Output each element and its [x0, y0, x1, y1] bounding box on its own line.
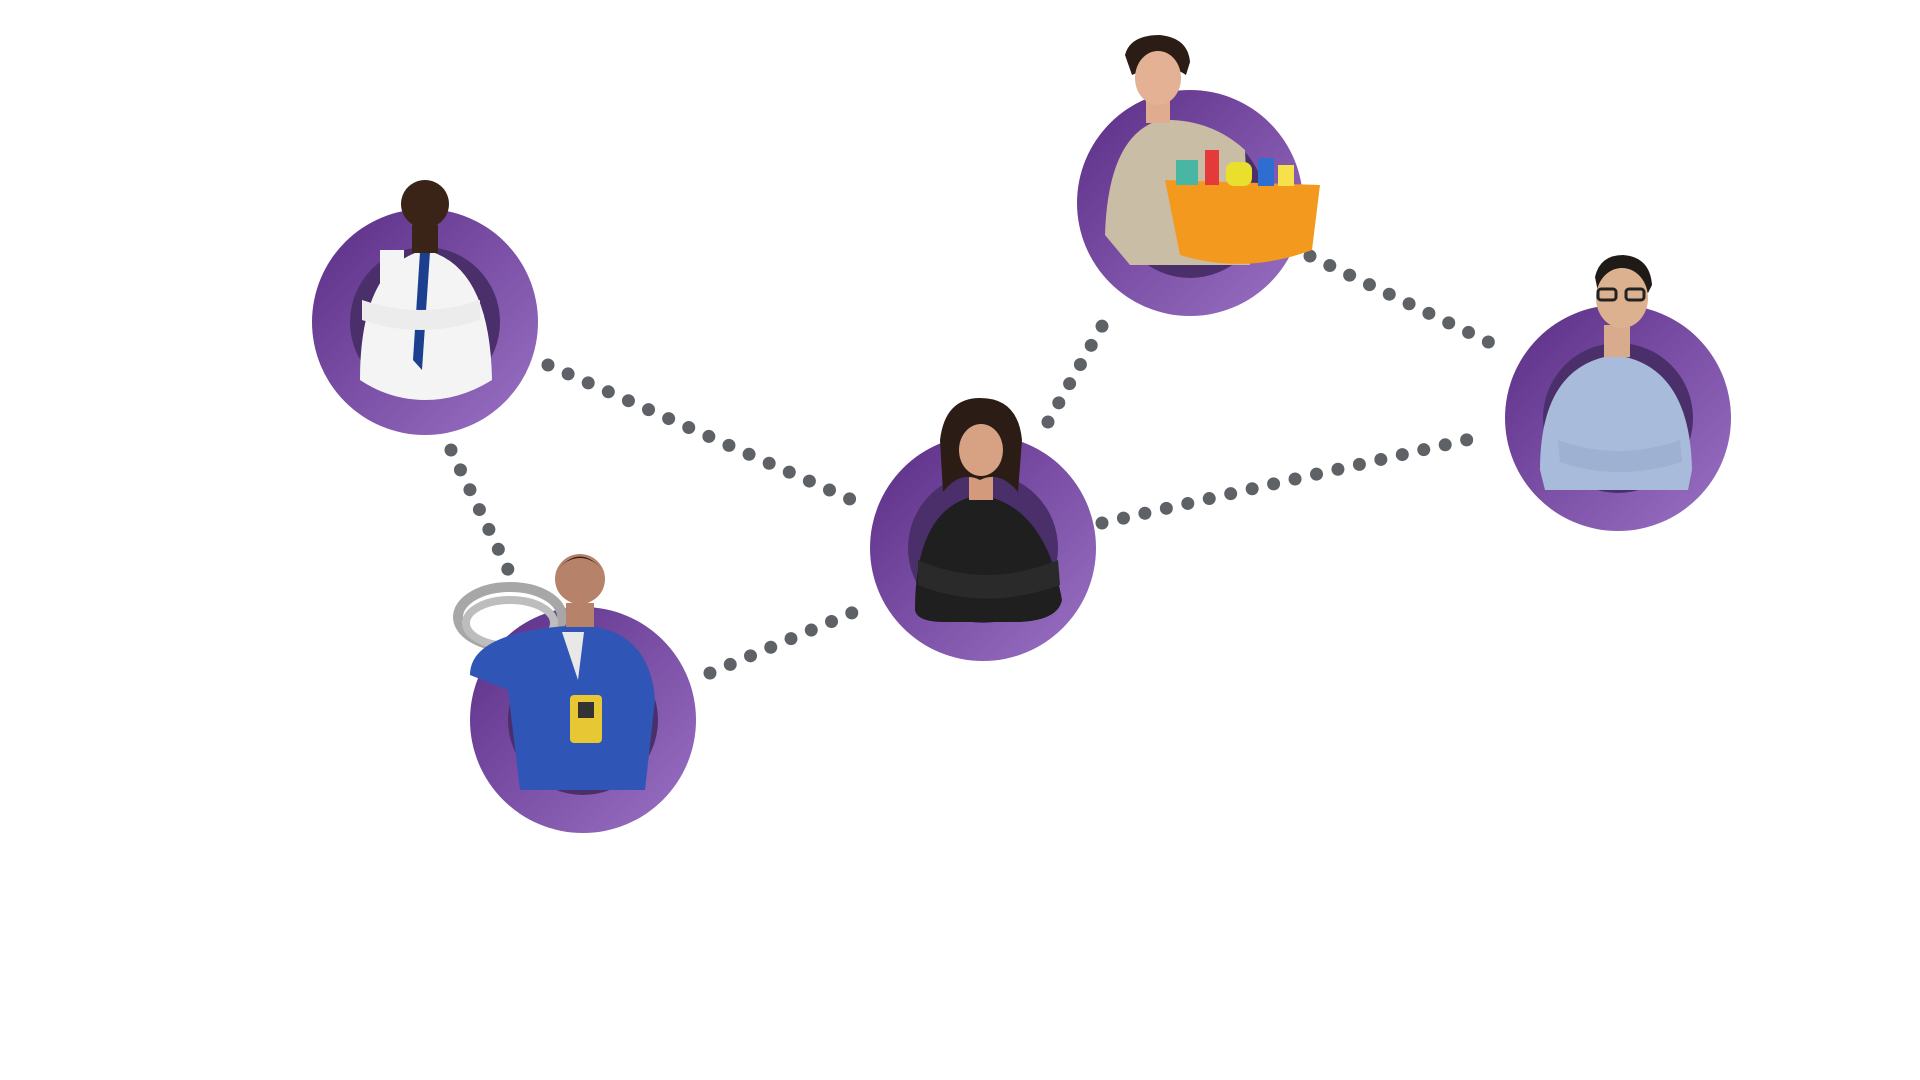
cleaner-person-icon: [1105, 35, 1320, 265]
doctor-person-icon: [360, 180, 492, 400]
electrician-person-icon: [453, 554, 655, 790]
edge-cleaner-office-worker: [1303, 249, 1512, 357]
edge-businesswoman-cleaner: [1041, 305, 1117, 429]
office-worker-person-icon: [1540, 255, 1692, 490]
node-cleaner: [1077, 35, 1320, 316]
edge-doctor-businesswoman: [541, 358, 859, 507]
node-office-worker: [1505, 255, 1731, 531]
connection-lines: [444, 249, 1512, 680]
edge-electrician-businesswoman: [703, 599, 875, 680]
edge-businesswoman-office-worker: [1095, 431, 1482, 530]
edge-doctor-electrician: [444, 443, 520, 587]
node-businesswoman: [870, 398, 1096, 661]
node-electrician: [453, 554, 696, 833]
businesswoman-person-icon: [915, 398, 1062, 622]
node-doctor: [312, 180, 538, 435]
